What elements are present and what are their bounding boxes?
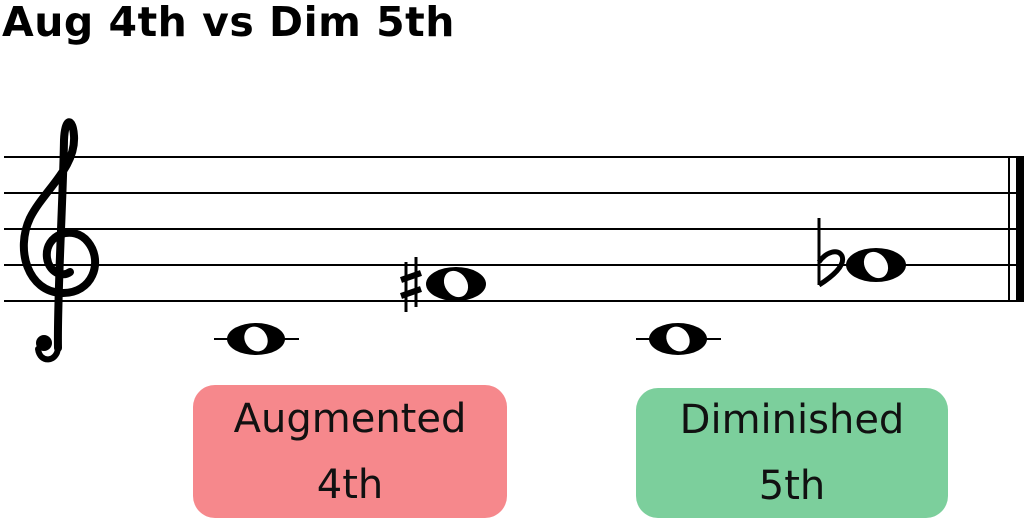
diminished-fifth-label: Diminished 5th — [636, 388, 948, 518]
label-line: 4th — [316, 461, 384, 508]
whole-note-c — [214, 323, 299, 355]
whole-note-c — [636, 323, 721, 355]
staff-lines — [4, 156, 1016, 302]
label-line: 5th — [758, 463, 826, 509]
sharp-icon — [400, 257, 422, 312]
page-title: Aug 4th vs Dim 5th — [2, 0, 455, 46]
augmented-fourth-label: Augmented 4th — [193, 385, 507, 518]
label-line: Augmented — [233, 395, 467, 442]
whole-note-g-flat — [846, 248, 906, 282]
treble-clef-icon — [19, 118, 100, 363]
whole-note-f-sharp — [426, 267, 486, 301]
final-barline — [1008, 156, 1024, 302]
label-line: Diminished — [679, 397, 905, 443]
flat-icon — [816, 218, 846, 288]
